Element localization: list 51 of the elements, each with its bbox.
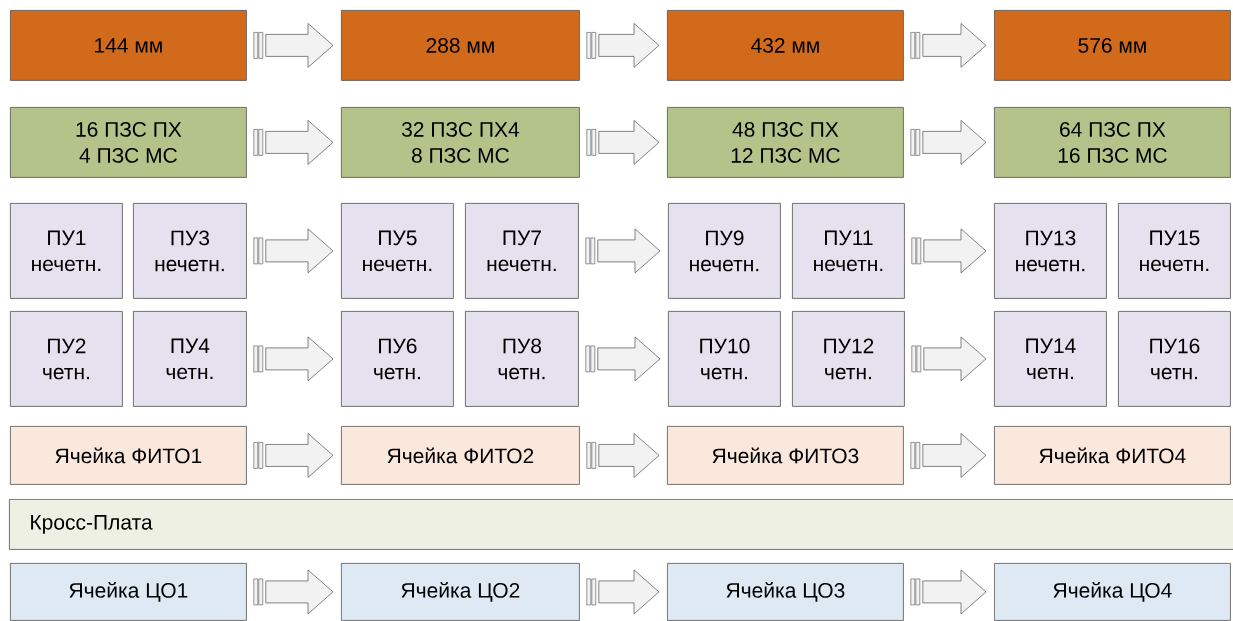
control-unit-box: ПУ6 четн. [341, 311, 454, 407]
length-box: 144 мм [10, 10, 247, 81]
block-arrow [911, 336, 987, 382]
block-arrow [910, 433, 987, 478]
cell-box: Ячейка ФИТО2 [341, 426, 580, 485]
block-arrow [910, 23, 987, 68]
block-arrow [253, 433, 334, 478]
block-arrow [253, 228, 334, 274]
block-arrow [253, 23, 334, 68]
cell-box: Ячейка ЦО1 [10, 563, 247, 621]
control-unit-box: ПУ4 четн. [133, 311, 247, 407]
block-arrow [253, 120, 334, 165]
control-unit-box: ПУ8 четн. [465, 311, 579, 407]
block-arrow [253, 569, 334, 615]
ccd-box: 64 ПЗС ПХ 16 ПЗС МС [994, 107, 1231, 178]
block-arrow [586, 23, 660, 68]
block-arrow [910, 120, 987, 165]
control-unit-box: ПУ5 нечетн. [341, 203, 454, 299]
control-unit-box: ПУ1 нечетн. [10, 203, 123, 299]
control-unit-box: ПУ3 нечетн. [133, 203, 247, 299]
control-unit-box: ПУ11 нечетн. [792, 203, 905, 299]
block-arrow [910, 569, 987, 615]
length-box: 288 мм [341, 10, 580, 81]
block-arrow [585, 228, 661, 274]
block-arrow [585, 336, 661, 382]
control-unit-box: ПУ12 четн. [792, 311, 905, 407]
cell-box: Ячейка ФИТО3 [667, 426, 904, 485]
control-unit-box: ПУ15 нечетн. [1118, 203, 1231, 299]
length-box: 576 мм [994, 10, 1231, 81]
control-unit-box: ПУ10 четн. [668, 311, 781, 407]
cell-box: Ячейка ЦО2 [341, 563, 580, 621]
control-unit-box: ПУ14 четн. [994, 311, 1107, 407]
cell-box: Ячейка ЦО3 [667, 563, 904, 621]
ccd-box: 16 ПЗС ПХ 4 ПЗС МС [10, 107, 247, 178]
control-unit-box: ПУ16 четн. [1118, 311, 1231, 407]
control-unit-box: ПУ7 нечетн. [465, 203, 579, 299]
block-arrow [911, 228, 987, 274]
control-unit-box: ПУ9 нечетн. [668, 203, 781, 299]
block-arrow [586, 569, 660, 615]
block-arrow [586, 120, 660, 165]
ccd-box: 32 ПЗС ПХ4 8 ПЗС МС [341, 107, 580, 178]
ccd-box: 48 ПЗС ПХ 12 ПЗС МС [667, 107, 904, 178]
block-arrow [586, 433, 660, 478]
cell-box: Ячейка ФИТО4 [994, 426, 1231, 485]
cell-box: Ячейка ФИТО1 [10, 426, 247, 485]
length-box: 432 мм [667, 10, 904, 81]
control-unit-box: ПУ2 четн. [10, 311, 123, 407]
cell-box: Ячейка ЦО4 [994, 563, 1231, 621]
control-unit-box: ПУ13 нечетн. [994, 203, 1107, 299]
backplane-bar: Кросс-Плата [9, 499, 1233, 550]
block-arrow [253, 336, 334, 382]
